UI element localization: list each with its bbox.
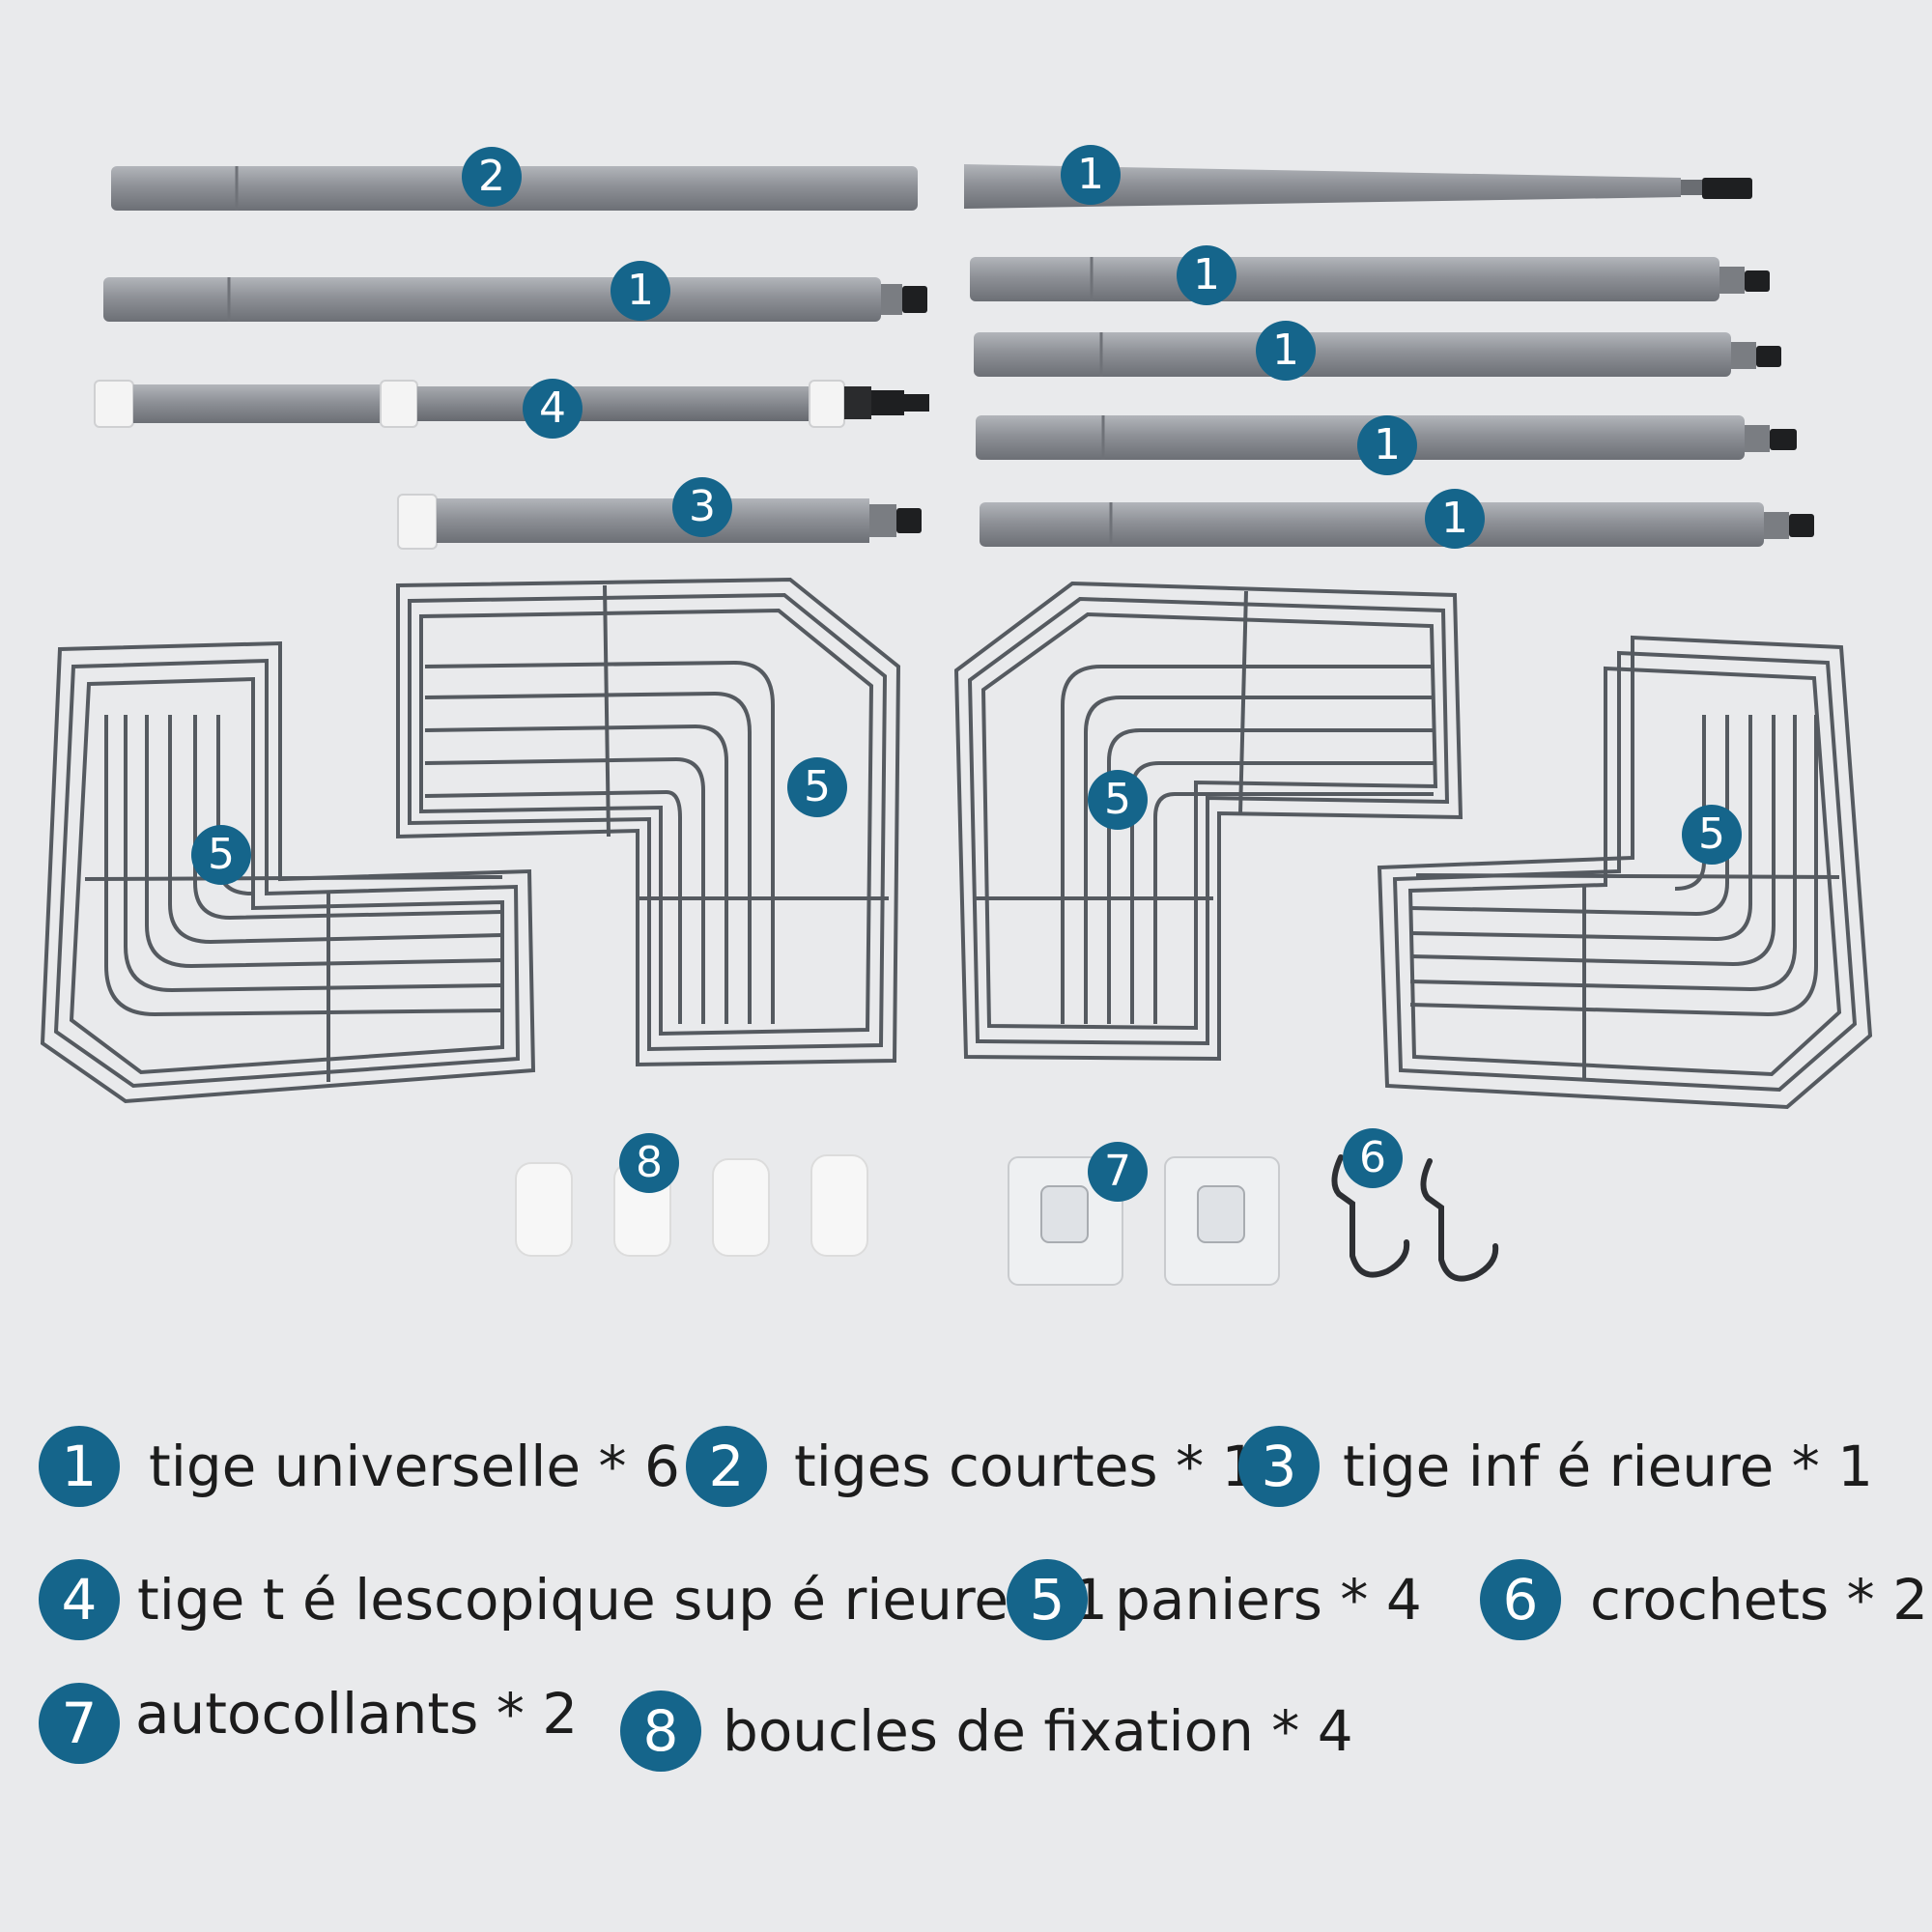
badge-rod-universal-4: 1	[1256, 321, 1316, 381]
rod-universal-3	[970, 257, 1770, 301]
legend-badge: 1	[39, 1426, 120, 1507]
legend-item-8: 8 boucles de fixation * 4	[620, 1690, 1353, 1772]
fixing-clips	[515, 1154, 868, 1257]
rod-universal-4	[974, 332, 1781, 377]
basket-2	[396, 577, 901, 1067]
basket-1	[40, 640, 536, 1104]
basket-3	[953, 581, 1463, 1062]
legend-item-3: 3 tige inf é rieure * 1	[1238, 1426, 1873, 1507]
badge-adhesive-stickers: 7	[1088, 1142, 1148, 1202]
hooks	[1331, 1154, 1499, 1282]
legend-badge: 6	[1480, 1559, 1561, 1640]
rod-universal-6	[980, 502, 1814, 547]
badge-basket-3: 5	[1088, 770, 1148, 830]
legend-item-1: 1 tige universelle * 6	[39, 1426, 680, 1507]
legend-item-5: 5 paniers * 4	[1007, 1559, 1422, 1640]
legend-label: crochets * 2	[1590, 1567, 1929, 1633]
badge-hooks: 6	[1343, 1128, 1403, 1188]
legend-badge: 7	[39, 1683, 120, 1764]
badge-rod-universal-2: 1	[611, 261, 670, 321]
legend-label: autocollants * 2	[135, 1681, 579, 1747]
badge-rod-short: 2	[462, 147, 522, 207]
legend-item-6: 6 crochets * 2	[1480, 1559, 1928, 1640]
rod-universal-2	[103, 277, 927, 322]
badge-rod-universal-6: 1	[1425, 489, 1485, 549]
basket-4	[1377, 635, 1873, 1110]
rod-universal-1	[964, 164, 1752, 209]
badge-rod-lower: 3	[672, 477, 732, 537]
legend-item-2: 2 tiges courtes * 1	[686, 1426, 1257, 1507]
legend-item-7: 7 autocollants * 2	[39, 1681, 579, 1764]
badge-fixing-clips: 8	[619, 1133, 679, 1193]
badge-rod-telescopic: 4	[523, 379, 582, 439]
legend-badge: 3	[1238, 1426, 1320, 1507]
legend-badge: 4	[39, 1559, 120, 1640]
legend-label: tige t é lescopique sup é rieure * 1	[137, 1567, 1108, 1633]
rod-lower	[397, 494, 922, 550]
legend-label: paniers * 4	[1115, 1567, 1422, 1633]
legend-label: tiges courtes * 1	[794, 1434, 1258, 1499]
legend-item-4: 4 tige t é lescopique sup é rieure * 1	[39, 1559, 1108, 1640]
legend-label: tige inf é rieure * 1	[1343, 1434, 1874, 1499]
legend-badge: 5	[1007, 1559, 1088, 1640]
badge-rod-universal-3: 1	[1177, 245, 1236, 305]
legend-label: boucles de fixation * 4	[723, 1698, 1353, 1764]
badge-rod-universal-5: 1	[1357, 415, 1417, 475]
badge-rod-universal-1: 1	[1061, 145, 1121, 205]
rod-telescopic	[94, 380, 929, 428]
badge-basket-1: 5	[191, 825, 251, 885]
legend-label: tige universelle * 6	[149, 1434, 680, 1499]
badge-basket-4: 5	[1682, 805, 1742, 865]
legend-badge: 2	[686, 1426, 767, 1507]
legend-badge: 8	[620, 1690, 701, 1772]
badge-basket-2: 5	[787, 757, 847, 817]
